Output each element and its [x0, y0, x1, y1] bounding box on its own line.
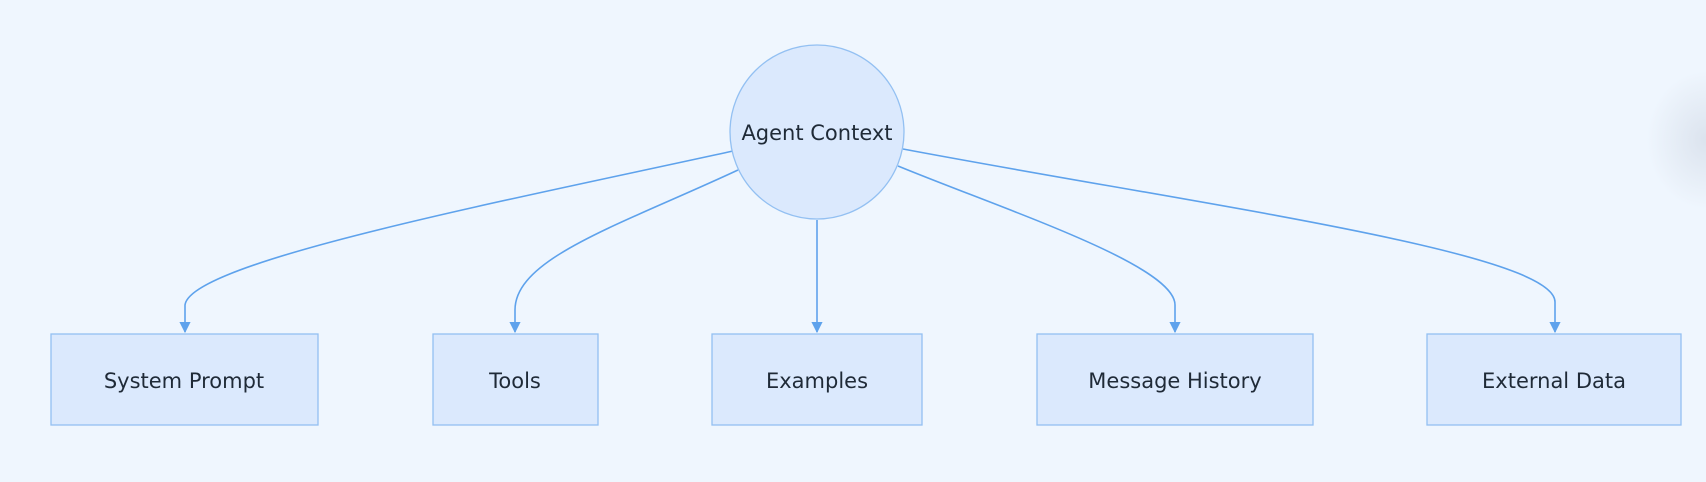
tools-label: Tools	[488, 369, 541, 393]
external-data-node: External Data	[1426, 333, 1682, 426]
edge-to-tools	[509, 169, 739, 334]
edge-to-system-prompt	[179, 150, 734, 334]
tools-node: Tools	[432, 333, 599, 426]
agent-context-label: Agent Context	[741, 121, 892, 145]
message-history-node: Message History	[1036, 333, 1314, 426]
system-prompt-node: System Prompt	[50, 333, 319, 426]
edge-to-external-data	[902, 148, 1561, 334]
examples-node: Examples	[711, 333, 923, 426]
agent-context-node: Agent Context	[729, 44, 905, 220]
system-prompt-label: System Prompt	[104, 369, 264, 393]
external-data-label: External Data	[1482, 369, 1626, 393]
examples-label: Examples	[766, 369, 868, 393]
edge-to-message-history	[897, 165, 1181, 334]
message-history-label: Message History	[1088, 369, 1261, 393]
